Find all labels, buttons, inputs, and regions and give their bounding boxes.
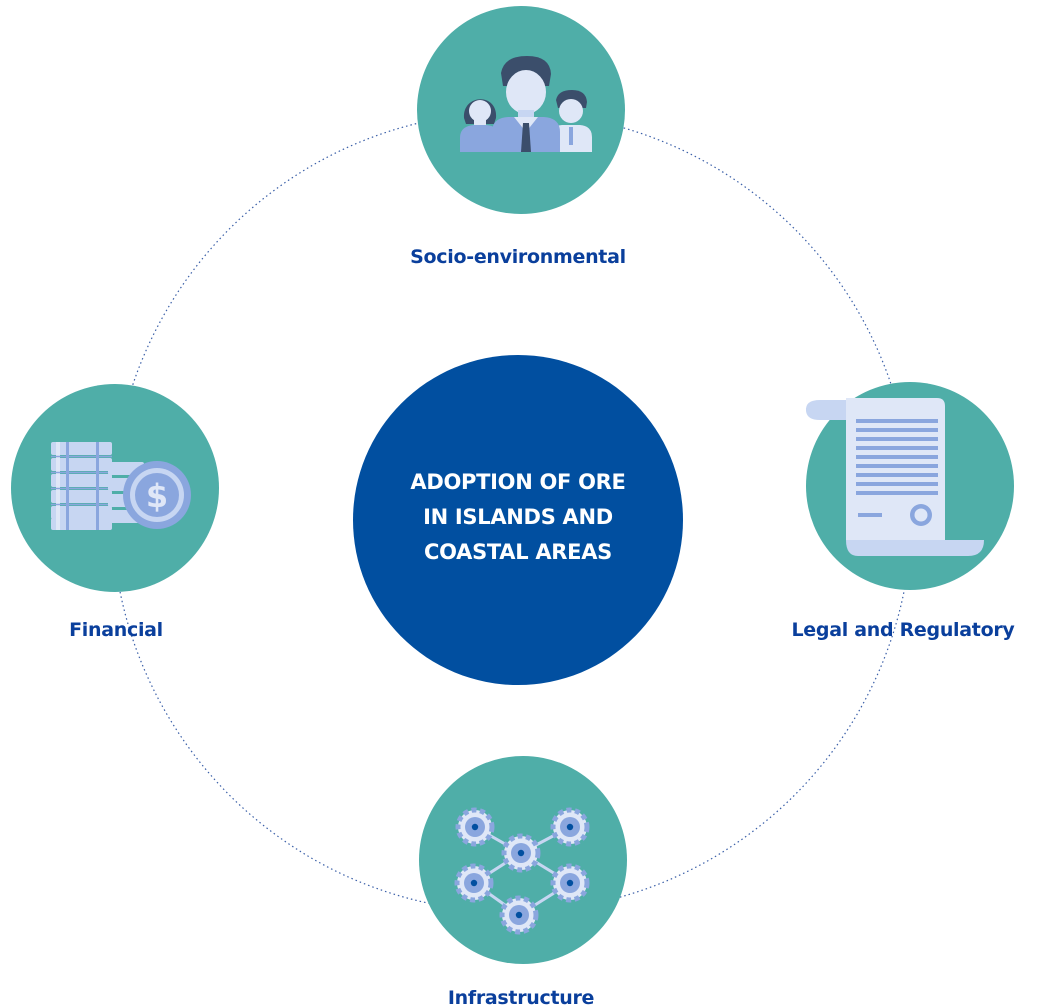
socio-environmental-label: Socio-environmental bbox=[410, 246, 626, 268]
node-infrastructure: Infrastructure bbox=[419, 756, 627, 1007]
center-node: ADOPTION OF ORE IN ISLANDS AND COASTAL A… bbox=[353, 355, 683, 685]
node-financial: $ Financial bbox=[11, 384, 219, 641]
center-circle bbox=[353, 355, 683, 685]
gear-center bbox=[501, 833, 541, 873]
gear-top-right bbox=[550, 807, 590, 847]
node-socio-environmental: Socio-environmental bbox=[410, 6, 626, 268]
gear-top-left bbox=[455, 807, 495, 847]
document-scroll-icon bbox=[805, 398, 984, 556]
legal-regulatory-label: Legal and Regulatory bbox=[792, 619, 1016, 641]
infrastructure-label: Infrastructure bbox=[448, 987, 594, 1007]
people-group-icon bbox=[460, 56, 592, 152]
gear-bottom bbox=[499, 895, 539, 935]
gear-network-icon bbox=[454, 807, 590, 935]
node-legal-regulatory: Legal and Regulatory bbox=[792, 382, 1016, 641]
financial-label: Financial bbox=[69, 619, 163, 641]
center-title-line-1: ADOPTION OF ORE bbox=[410, 470, 625, 494]
gear-middle-right bbox=[550, 863, 590, 903]
gear-middle-left bbox=[454, 863, 494, 903]
center-title-line-2: IN ISLANDS AND bbox=[423, 505, 613, 529]
center-title-line-3: COASTAL AREAS bbox=[424, 540, 612, 564]
svg-text:$: $ bbox=[146, 477, 168, 515]
money-stack-coin-icon: $ bbox=[51, 442, 191, 530]
